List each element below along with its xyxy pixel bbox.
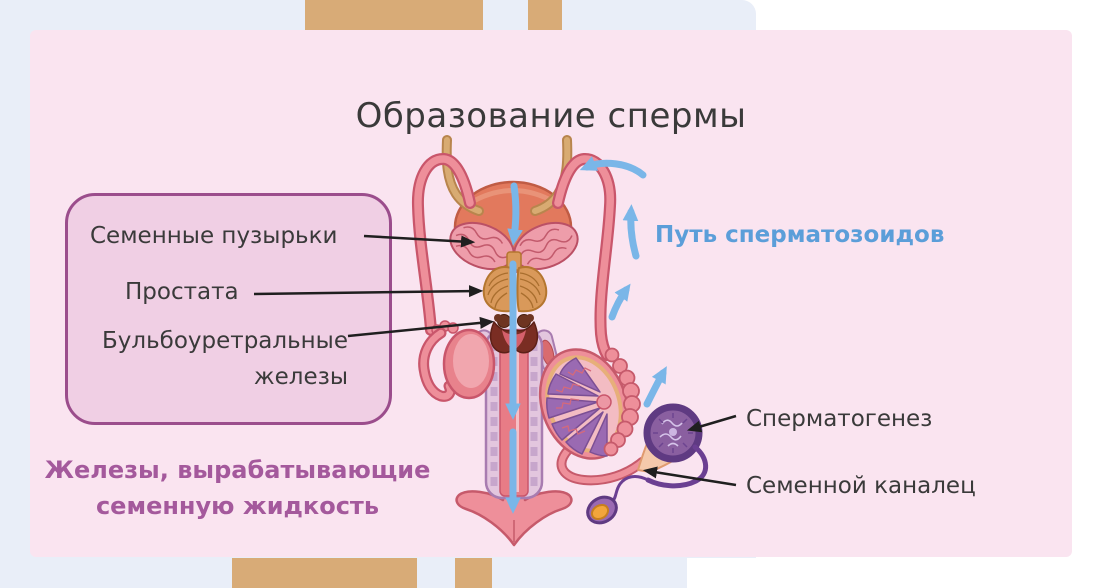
label-bulbourethral-glands: Бульбоуретральные железы <box>102 328 348 390</box>
poster-title: Образование спермы <box>355 96 747 136</box>
label-spermatogenesis: Сперматогенез <box>746 406 933 432</box>
label-sperm-path: Путь сперматозоидов <box>655 222 945 248</box>
epididymis-coil <box>603 347 641 457</box>
left-testicle-shape <box>418 320 496 402</box>
bulbourethral-glands-shape <box>494 314 534 328</box>
glands-label-box <box>65 193 392 425</box>
right-testis-shape <box>538 347 647 486</box>
seminiferous-tubule-shape <box>637 403 703 473</box>
leader-arrows <box>253 234 737 487</box>
label-seminiferous-tubule: Семенной каналец <box>746 473 976 499</box>
easel-leg-bottom-wide <box>232 558 417 588</box>
label-seminal-vesicles: Семенные пузырьки <box>90 223 338 249</box>
vas-deferens-tubes <box>411 153 617 361</box>
poster-panel: Образование спермы Семенные пузырьки Про… <box>30 30 1072 557</box>
sperm-cell-shape <box>586 444 709 525</box>
easel-leg-bottom-narrow <box>455 558 492 588</box>
label-prostate: Простата <box>125 279 239 305</box>
prostate-shape <box>482 251 548 313</box>
sperm-path-arrows <box>505 156 667 514</box>
glands-caption: Железы, вырабатывающие семенную жидкость <box>44 456 431 520</box>
